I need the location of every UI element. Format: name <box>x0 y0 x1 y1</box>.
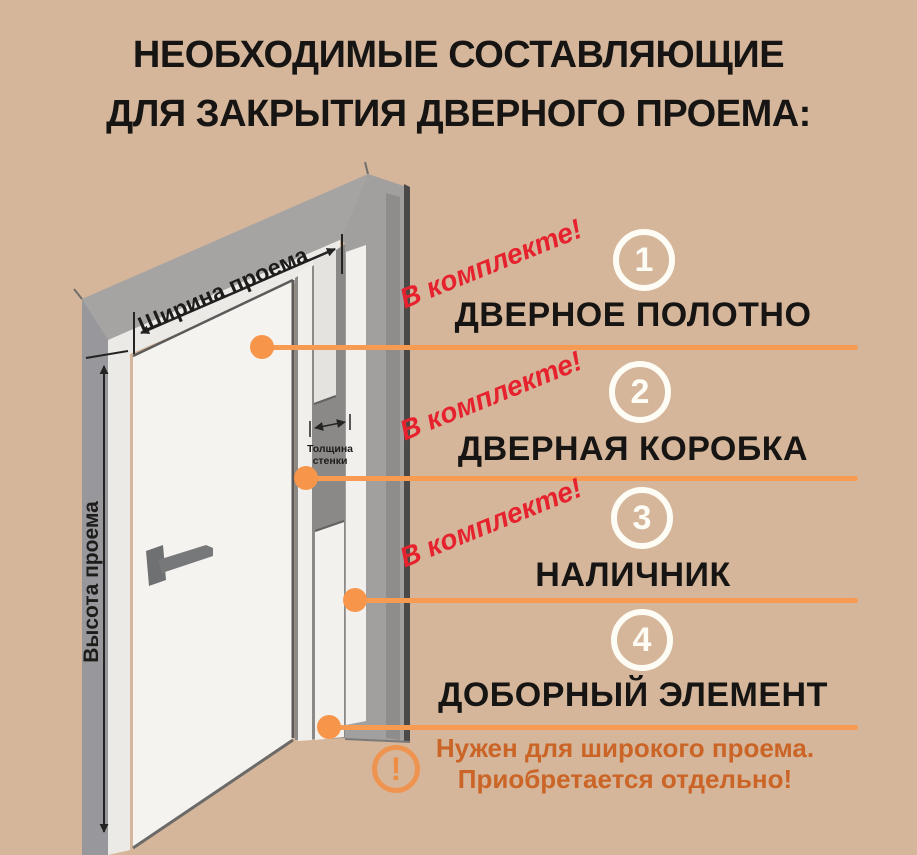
connector-line-3 <box>343 588 858 612</box>
door-handle-icon <box>146 545 166 586</box>
wall-floor-edge <box>344 738 411 743</box>
page-title-line1: НЕОБХОДИМЫЕ СОСТАВЛЯЮЩИЕ <box>132 34 785 76</box>
wall-right-fold <box>386 193 400 740</box>
note-line1: Нужен для широкого проема. <box>435 733 815 763</box>
item-4-number-circle: 4 <box>611 609 673 671</box>
connector-line-2 <box>294 466 858 490</box>
item-2-number: 2 <box>630 373 650 411</box>
item-2-label: ДВЕРНАЯ КОРОБКА <box>457 430 809 468</box>
door-frame-left-jamb <box>108 340 130 855</box>
item-3-label: НАЛИЧНИК <box>535 556 731 594</box>
extension-top-edge <box>314 520 345 532</box>
item-1-number-circle: 1 <box>613 229 675 291</box>
door-handle-lever-icon <box>158 545 213 573</box>
item-3-number: 3 <box>632 499 652 537</box>
wall-corner-notch-right <box>364 161 369 175</box>
connector-line-1 <box>250 335 858 359</box>
thickness-dimension: Толщина стенки <box>307 414 353 467</box>
connector-dot-4 <box>317 715 341 739</box>
note-line2: Приобретается отдельно! <box>457 764 793 794</box>
item-2-number-circle: 2 <box>609 361 671 423</box>
connector-dot-2 <box>294 466 318 490</box>
door-frame-strip <box>298 264 312 741</box>
door-bottom-shadow <box>132 738 294 850</box>
exclamation-glyph: ! <box>390 751 402 787</box>
page-title-line2: ДЛЯ ЗАКРЫТИЯ ДВЕРНОГО ПРОЕМА: <box>106 93 811 135</box>
item-4-number: 4 <box>632 621 652 659</box>
height-dimension: Высота проема <box>80 350 129 833</box>
door-frame-head-strip <box>314 248 336 404</box>
note-text: Нужен для широкого проема. Приобретается… <box>430 733 820 795</box>
exclamation-icon: ! <box>372 745 420 793</box>
connector-dot-3 <box>343 588 367 612</box>
thickness-dimension-label-line1: Толщина <box>307 443 353 455</box>
item-4-label: ДОБОРНЫЙ ЭЛЕМЕНТ <box>438 676 828 714</box>
frame-head-bottom-edge <box>313 395 337 405</box>
casing-board <box>346 245 366 725</box>
item-3-number-circle: 3 <box>611 487 673 549</box>
connector-line-4 <box>317 715 858 739</box>
height-dimension-label: Высота проема <box>80 501 103 663</box>
wall-corner-notch-left <box>73 288 83 300</box>
extension-board <box>315 521 344 740</box>
item-1-label: ДВЕРНОЕ ПОЛОТНО <box>454 296 812 334</box>
item-1-number: 1 <box>634 241 654 279</box>
thickness-dimension-label-line2: стенки <box>313 455 348 467</box>
connector-dot-1 <box>250 335 274 359</box>
page-title: НЕОБХОДИМЫЕ СОСТАВЛЯЮЩИЕ ДЛЯ ЗАКРЫТИЯ ДВ… <box>0 26 917 144</box>
door-leaf <box>133 280 293 847</box>
